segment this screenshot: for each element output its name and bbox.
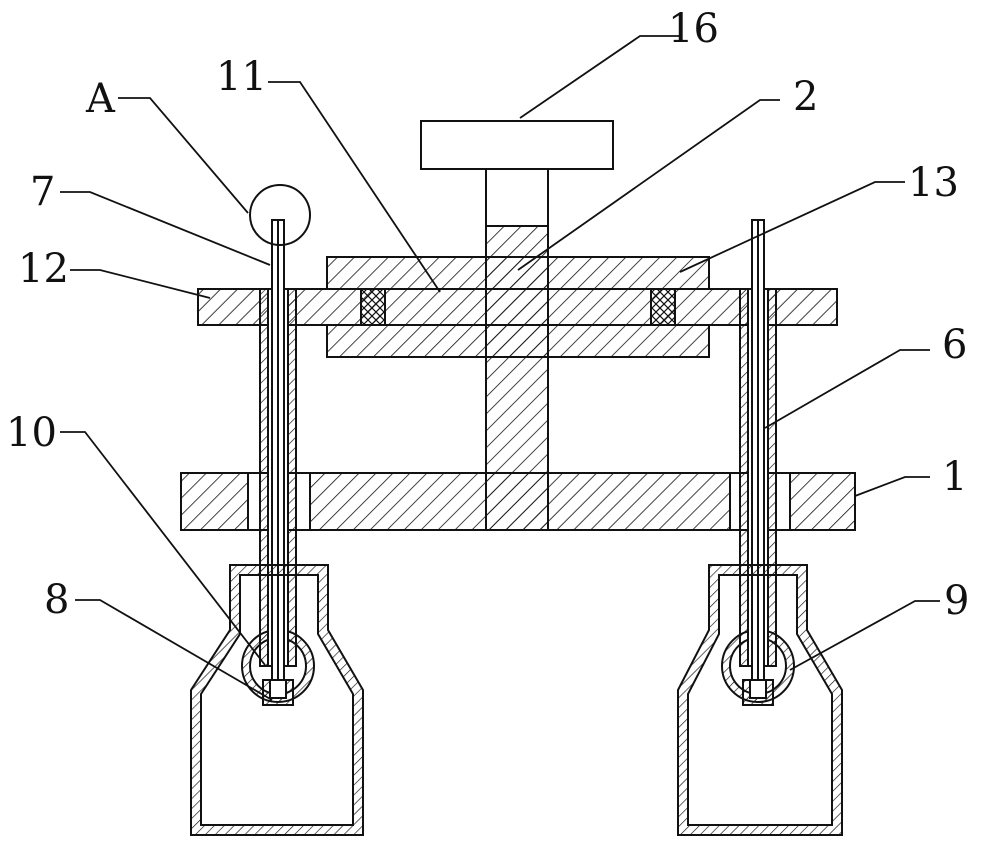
leader-6	[764, 349, 930, 429]
label-6: 6	[942, 322, 967, 368]
leader-1	[854, 476, 930, 497]
bearing-right	[650, 288, 676, 326]
leader-12	[70, 269, 211, 299]
leader-11	[268, 81, 441, 293]
shaft-neck	[485, 168, 549, 227]
label-9: 9	[944, 578, 969, 624]
base-plate-center	[309, 472, 731, 531]
label-16: 16	[668, 6, 719, 52]
leader-2	[517, 99, 780, 271]
base-plate-right-outer	[789, 472, 856, 531]
label-11: 11	[216, 54, 267, 100]
label-10: 10	[6, 410, 57, 456]
base-plate-left-outer	[180, 472, 249, 531]
label-13: 13	[908, 160, 959, 206]
handle-knob	[420, 120, 614, 170]
label-8: 8	[44, 577, 69, 623]
leader-9	[789, 600, 940, 671]
label-2: 2	[793, 74, 818, 120]
bearing-left	[360, 288, 386, 326]
detail-circle-a	[249, 184, 311, 246]
leader-7	[60, 191, 271, 266]
leader-10	[60, 431, 266, 666]
label-1: 1	[942, 454, 967, 500]
label-12: 12	[18, 246, 69, 292]
label-a: A	[85, 76, 116, 122]
label-7: 7	[30, 169, 55, 215]
leader-13	[679, 181, 905, 273]
leader-16	[519, 35, 680, 119]
leader-a	[118, 97, 249, 214]
leader-8	[75, 599, 273, 701]
